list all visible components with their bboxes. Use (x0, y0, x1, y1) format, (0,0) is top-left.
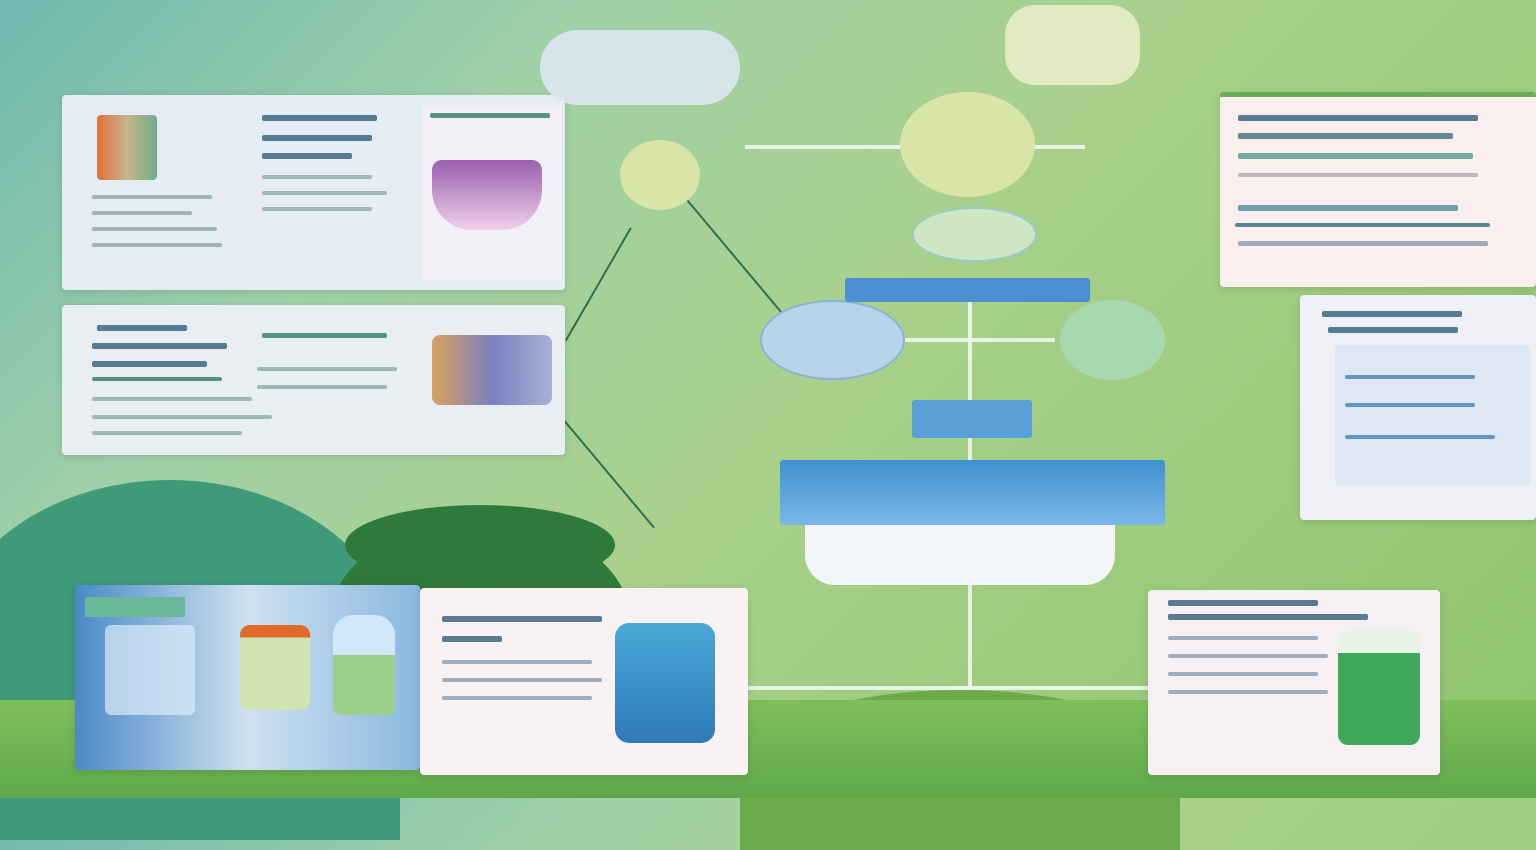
text-line (442, 616, 602, 622)
info-panel-bottom-middle (420, 588, 748, 775)
checklist-card (1335, 345, 1530, 485)
text-line (1345, 375, 1475, 379)
pipe-line (905, 338, 1055, 342)
text-line (1238, 173, 1478, 177)
info-panel-top-left (62, 95, 565, 290)
pipe-line (748, 686, 1148, 690)
text-line (1345, 435, 1495, 439)
label-tag (85, 597, 185, 617)
text-line (1235, 223, 1490, 227)
info-panel-middle-left (62, 305, 565, 455)
text-line (1168, 600, 1318, 606)
text-line (1168, 672, 1318, 676)
filter-vessel-icon (105, 625, 195, 715)
text-line (92, 415, 272, 419)
text-line (92, 431, 242, 435)
text-line (1238, 115, 1478, 121)
text-line (1322, 311, 1462, 317)
text-line (262, 153, 352, 159)
text-line (92, 343, 227, 349)
text-line (1168, 690, 1328, 694)
connector (563, 420, 655, 529)
water-tank-icon (615, 623, 715, 743)
info-panel-bottom-left (75, 585, 420, 770)
text-line (92, 243, 222, 247)
text-line (257, 367, 397, 371)
text-line (1238, 153, 1473, 159)
text-line (92, 211, 192, 215)
text-line (442, 696, 592, 700)
text-line (97, 325, 187, 331)
container-icon (240, 625, 310, 710)
cloud-icon (540, 30, 740, 105)
text-line (262, 191, 387, 195)
text-line (92, 397, 252, 401)
process-ellipse (760, 300, 905, 380)
text-line (1328, 327, 1458, 333)
text-line (262, 115, 377, 121)
text-line (1238, 133, 1453, 139)
info-panel-middle-right (1300, 295, 1536, 520)
process-bubble (900, 92, 1035, 197)
text-line (262, 135, 372, 141)
text-line (442, 636, 502, 642)
cylinder-tank-icon (805, 525, 1115, 585)
text-line (1238, 241, 1488, 246)
text-line (1168, 614, 1368, 620)
cylinder-tank-icon (1338, 630, 1420, 745)
connector (678, 190, 783, 314)
note-card (1005, 5, 1140, 85)
connector (565, 227, 632, 341)
text-line (1168, 636, 1318, 640)
text-line (92, 195, 212, 199)
filter-vessel-icon (432, 160, 542, 230)
bottle-icon (333, 615, 395, 715)
text-line (442, 660, 592, 664)
text-line (1168, 654, 1328, 658)
text-line (262, 207, 372, 211)
text-line (1345, 403, 1475, 407)
blue-banner (780, 460, 1165, 525)
process-box (912, 400, 1032, 438)
process-bubble (620, 140, 700, 210)
pipe-network-icon (432, 335, 552, 405)
tree-icon (345, 505, 615, 585)
process-ellipse (912, 207, 1037, 262)
text-line (92, 377, 222, 381)
text-line (92, 361, 207, 367)
text-line (257, 385, 387, 389)
header-bar (845, 278, 1090, 302)
text-line (262, 333, 387, 338)
text-line (92, 227, 217, 231)
container-icon (97, 115, 157, 180)
text-line (262, 175, 372, 179)
process-ellipse (1060, 300, 1165, 380)
info-panel-top-right (1220, 92, 1536, 287)
info-panel-bottom-right (1148, 590, 1440, 775)
text-line (1238, 205, 1458, 211)
text-line (430, 113, 550, 118)
text-line (442, 678, 602, 682)
